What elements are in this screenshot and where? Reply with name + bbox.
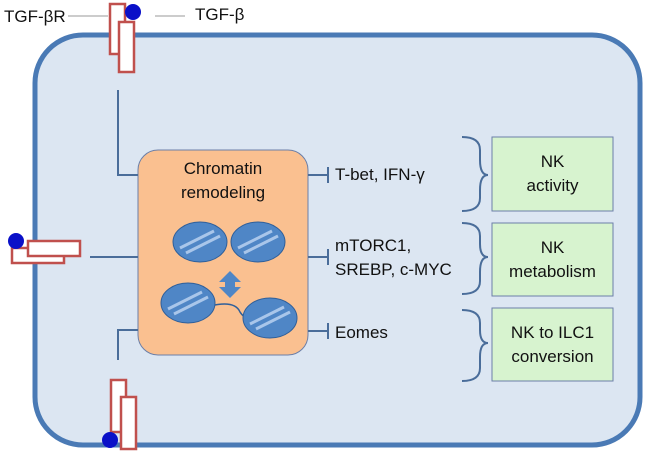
inhibition-line [308, 249, 329, 265]
receptor-top-icon [108, 2, 141, 74]
target-label-line1: T-bet, IFN-γ [335, 165, 425, 184]
inhibition-line [308, 323, 329, 339]
outcome-label-line2: metabolism [509, 261, 596, 281]
nucleosome-icon [172, 221, 228, 263]
nucleosome-icon [230, 221, 286, 263]
receptor-bottom-icon [102, 378, 138, 451]
outcome-label-line2: conversion [511, 346, 594, 366]
target-label-line1: Eomes [335, 323, 388, 342]
target-label-line2: SREBP, c-MYC [335, 260, 452, 279]
target-label-eomes: Eomes [335, 320, 465, 346]
ligand-bottom-icon [102, 432, 118, 448]
outcome-label-metabolism: NK metabolism [492, 223, 613, 296]
outcome-label-line2: activity [526, 176, 579, 195]
receptor-left-icon [8, 233, 82, 265]
ligand-top-icon [125, 4, 141, 20]
chromatin-remodeling-line2: remodeling [180, 183, 266, 202]
nucleosome-icon [160, 282, 216, 324]
bracket-icon [461, 136, 489, 212]
outcome-box-metabolism [491, 222, 614, 297]
outcome-label-line1: NK to ILC1 [510, 322, 595, 342]
outcome-box-conversion [491, 307, 614, 382]
outcome-label-conversion: NK to ILC1 conversion [492, 308, 613, 381]
outcome-label-line1: NK [540, 152, 565, 171]
chromatin-remodeling-label: Chromatin remodeling [138, 155, 308, 207]
bracket-icon [461, 222, 489, 295]
signal-line-bottom [117, 329, 138, 360]
outcome-label-line1: NK [540, 237, 565, 257]
target-label-line1: mTORC1, [335, 236, 412, 255]
double-arrow-icon [219, 271, 241, 298]
inhibition-line [308, 167, 329, 183]
receptor-label: TGF-βR [4, 7, 66, 26]
nucleosome-icon [242, 297, 298, 339]
bracket-icon [461, 309, 489, 382]
signal-line-top [117, 90, 138, 176]
chromatin-remodeling-line1: Chromatin [183, 159, 263, 178]
outcome-box-activity [491, 136, 614, 212]
target-label-mtorc1: mTORC1, SREBP, c-MYC [335, 233, 475, 283]
ligand-label: TGF-β [195, 5, 245, 24]
target-label-tbet: T-bet, IFN-γ [335, 162, 465, 188]
outcome-label-activity: NK activity [492, 137, 613, 211]
ligand-left-icon [8, 233, 24, 249]
